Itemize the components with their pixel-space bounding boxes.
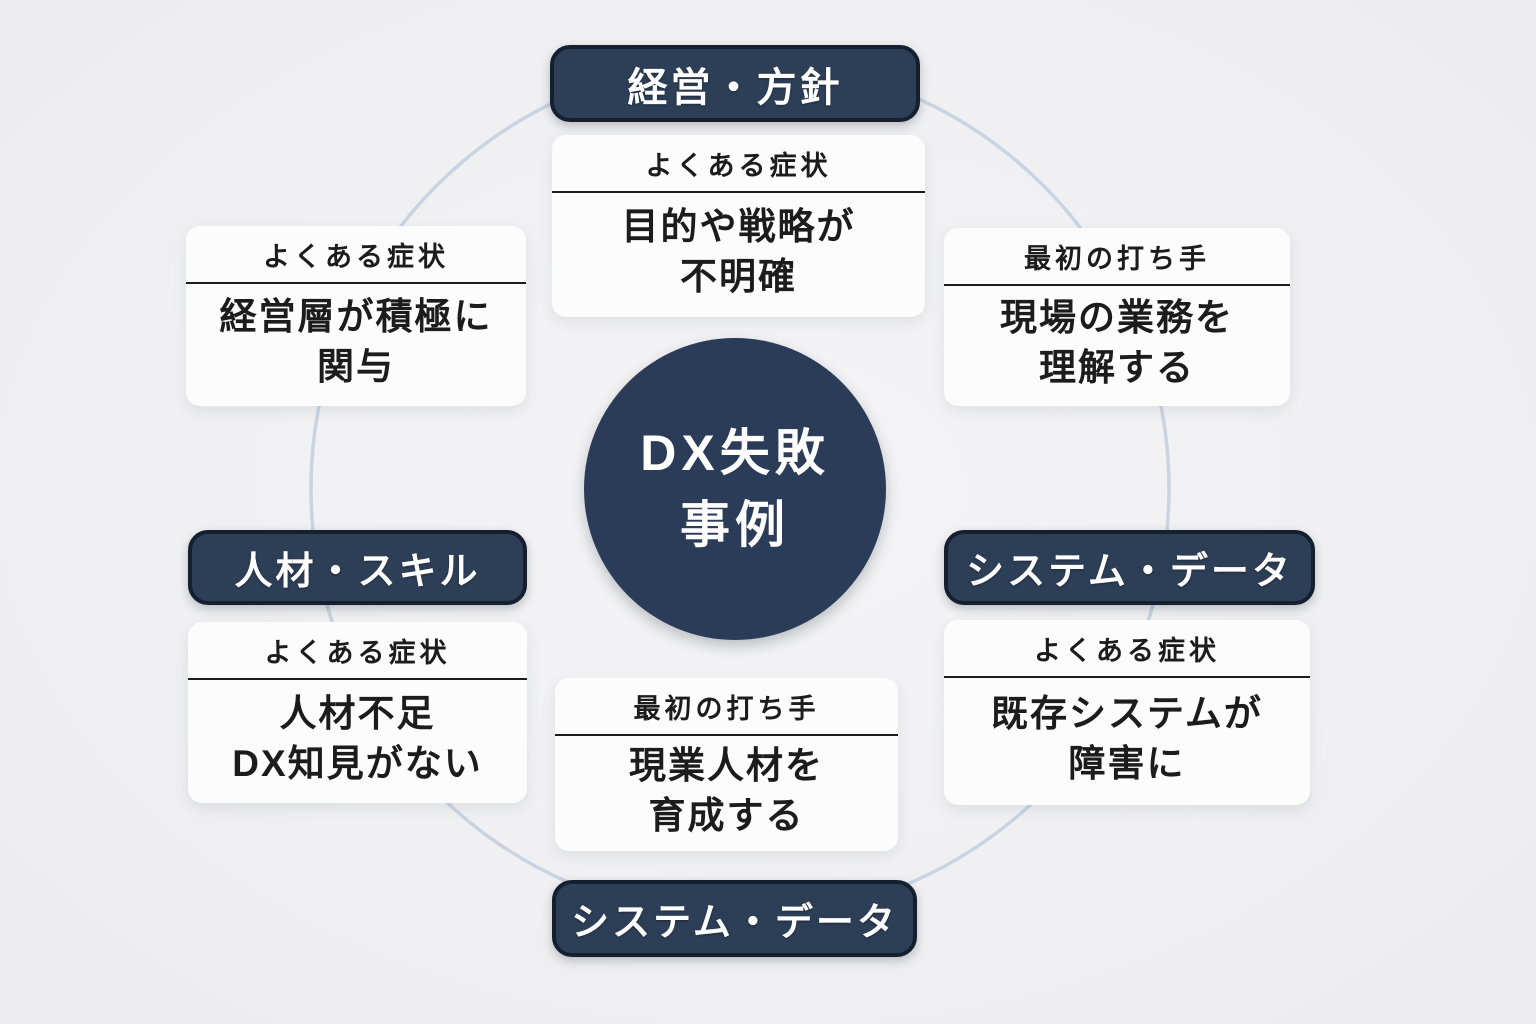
center-topic-line2: 事例 xyxy=(680,497,790,553)
card-body-text: 既存システムが 障害に xyxy=(944,678,1310,805)
center-topic-circle: DX失敗 事例 xyxy=(584,338,886,640)
card-body-line1: 経営層が積極に xyxy=(219,296,493,338)
card-body-text: 現業人材を 育成する xyxy=(555,736,898,851)
card-body-line2: 理解する xyxy=(1039,347,1195,388)
card-management-symptom: よくある症状 目的や戦略が 不明確 xyxy=(552,135,925,317)
center-topic-line1: DX失敗 xyxy=(640,424,830,481)
card-body-line2: 関与 xyxy=(317,346,395,387)
card-body-line1: 現場の業務を xyxy=(1000,297,1234,339)
card-body-text: 現場の業務を 理解する xyxy=(944,286,1290,406)
card-bottom-first-move: 最初の打ち手 現業人材を 育成する xyxy=(555,678,898,851)
category-pill-system-data-bottom: システム・データ xyxy=(552,880,917,957)
card-header-label: よくある症状 xyxy=(186,226,526,284)
card-body-line1: 既存システムが xyxy=(991,692,1263,734)
card-header-label: 最初の打ち手 xyxy=(944,228,1290,286)
card-body-line1: 人材不足 xyxy=(279,692,436,734)
card-body-line1: 現業人材を xyxy=(629,744,824,786)
card-body-line2: 育成する xyxy=(648,794,805,836)
card-body-line2: DX知見がない xyxy=(232,742,483,784)
card-body-line1: 目的や戦略が xyxy=(621,206,856,248)
card-system-symptom: よくある症状 既存システムが 障害に xyxy=(944,620,1310,805)
category-pill-talent: 人材・スキル xyxy=(188,530,527,605)
card-right-first-move: 最初の打ち手 現場の業務を 理解する xyxy=(944,228,1290,406)
card-body-text: 目的や戦略が 不明確 xyxy=(552,193,925,317)
card-body-text: 経営層が積極に 関与 xyxy=(186,284,526,406)
card-left-symptom: よくある症状 経営層が積極に 関与 xyxy=(186,226,526,406)
card-header-label: よくある症状 xyxy=(552,135,925,193)
card-header-label: 最初の打ち手 xyxy=(555,678,898,736)
card-body-text: 人材不足 DX知見がない xyxy=(188,680,527,803)
category-pill-system-data-right: システム・データ xyxy=(944,530,1315,605)
category-pill-management: 経営・方針 xyxy=(550,45,920,122)
card-talent-symptom: よくある症状 人材不足 DX知見がない xyxy=(188,622,527,803)
card-header-label: よくある症状 xyxy=(188,622,527,680)
card-body-line2: 障害に xyxy=(1068,742,1186,784)
card-body-line2: 不明確 xyxy=(680,256,797,297)
card-header-label: よくある症状 xyxy=(944,620,1310,678)
